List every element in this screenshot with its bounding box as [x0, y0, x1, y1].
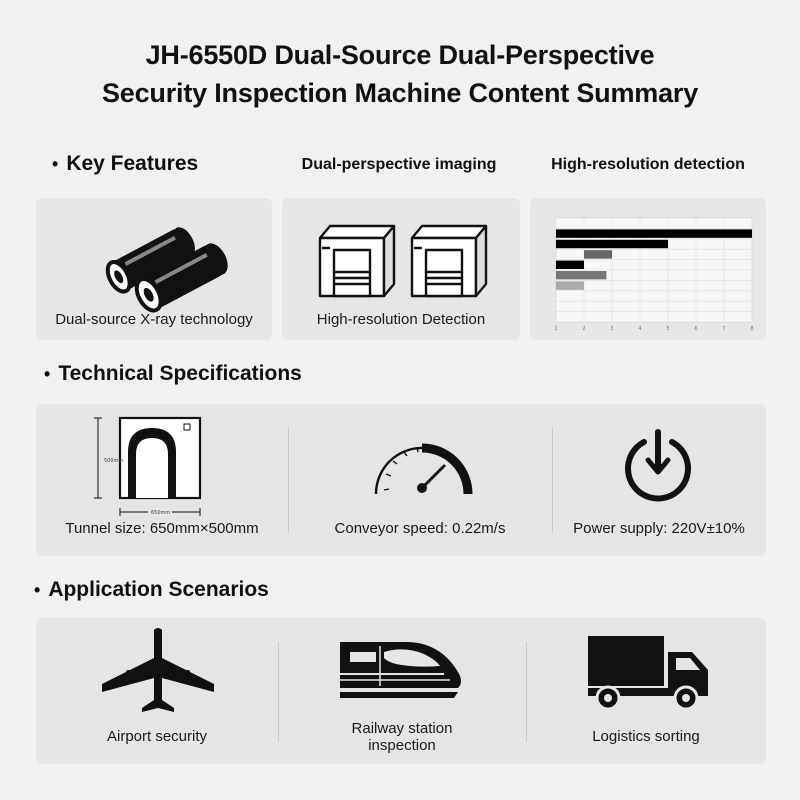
chart-x-tick-label: 2	[582, 326, 585, 332]
spec-caption-conveyor: Conveyor speed: 0.22m/s	[334, 520, 506, 537]
scanner-machines-icon	[318, 224, 488, 298]
key-features-heading: • Key Features	[52, 152, 198, 176]
dual-cylinder-icon	[105, 227, 228, 313]
tunnel-width-label: 650mm	[151, 510, 170, 516]
technical-specs-heading-text: Technical Specifications	[58, 362, 302, 385]
railway-caption-line-2: inspection	[368, 737, 436, 754]
dual-perspective-heading: Dual-perspective imaging	[301, 156, 497, 173]
feature-caption-dual-perspective: High-resolution Detection	[316, 311, 486, 328]
spec-caption-tunnel: Tunnel size: 650mm×500mm	[65, 520, 259, 537]
feature-caption-dual-source: Dual-source X-ray technology	[55, 311, 253, 328]
key-features-heading-text: Key Features	[66, 152, 199, 175]
chart-x-tick-label: 3	[610, 326, 613, 332]
chart-x-tick-label: 1	[554, 326, 557, 332]
divider	[552, 428, 553, 532]
bullet-icon: •	[52, 153, 59, 174]
chart-x-tick-label: 7	[722, 326, 725, 332]
resolution-chart: 1 2 3 4 5 6 7 8	[554, 217, 754, 332]
chart-x-tick-label: 8	[750, 326, 753, 332]
chart-x-tick-label: 5	[666, 326, 669, 332]
application-scenarios-heading-text: Application Scenarios	[48, 578, 269, 601]
application-caption-airport: Airport security	[106, 728, 208, 745]
airplane-icon	[102, 628, 214, 712]
technical-specs-heading: • Technical Specifications	[44, 362, 302, 386]
divider	[288, 428, 289, 532]
bullet-icon: •	[44, 363, 51, 384]
chart-x-ticks: 1 2 3 4 5 6 7 8	[554, 326, 753, 332]
bullet-icon: •	[34, 579, 41, 600]
title-line-1: JH-6550D Dual-Source Dual-Perspective	[145, 40, 655, 70]
feature-card-high-resolution: 1 2 3 4 5 6 7 8	[530, 198, 766, 340]
chart-bar	[584, 250, 612, 259]
truck-icon	[588, 636, 708, 711]
title-line-2: Security Inspection Machine Content Summ…	[101, 78, 699, 108]
chart-bar	[556, 239, 668, 249]
applications-panel: Airport security Railway station inspect…	[36, 618, 766, 764]
power-icon	[625, 429, 691, 502]
high-resolution-heading: High-resolution detection	[551, 156, 745, 173]
feature-card-dual-perspective: High-resolution Detection	[282, 198, 520, 340]
tunnel-diagram-icon: 500mm 650mm	[94, 416, 202, 516]
speedometer-icon	[374, 443, 473, 495]
divider	[278, 642, 279, 742]
chart-x-tick-label: 4	[638, 326, 641, 332]
chart-bar	[556, 281, 584, 290]
tunnel-height-label: 500mm	[104, 458, 123, 464]
railway-caption-line-1: Railway station	[351, 720, 453, 737]
page-title: JH-6550D Dual-Source Dual-Perspective Se…	[0, 36, 800, 112]
application-caption-railway: Railway station inspection	[278, 720, 526, 754]
chart-bars	[556, 229, 752, 290]
train-icon	[340, 642, 461, 698]
chart-bar	[556, 271, 607, 280]
spec-caption-power: Power supply: 220V±10%	[573, 520, 745, 537]
application-scenarios-heading: • Application Scenarios	[34, 578, 269, 602]
technical-specs-panel: 500mm 650mm Tunnel size: 650mm×500mm Con…	[36, 404, 766, 556]
chart-x-tick-label: 6	[694, 326, 697, 332]
application-caption-logistics: Logistics sorting	[592, 728, 700, 745]
chart-bar	[556, 260, 584, 269]
divider	[526, 642, 527, 742]
chart-bar	[556, 229, 752, 238]
feature-card-dual-source: Dual-source X-ray technology	[36, 198, 272, 340]
